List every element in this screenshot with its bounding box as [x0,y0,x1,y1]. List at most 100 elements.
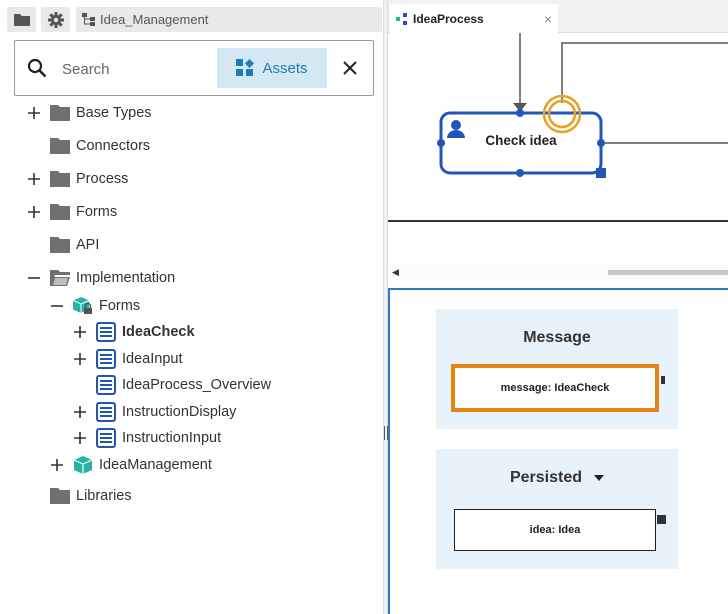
hierarchy-icon [82,13,95,26]
breadcrumb[interactable]: Idea_Management [76,7,382,32]
message-title: Message [523,329,591,346]
folder-icon [50,237,70,253]
tree-item-label: Forms [99,298,141,314]
message-section: Message message: IdeaCheck [436,309,678,429]
tree-item-ideamanagement[interactable]: IdeaManagement [73,452,212,478]
folder-button[interactable] [7,7,36,32]
tree-item-label: Base Types [76,105,152,121]
locked-package-icon [73,297,92,314]
tree-item-label: Process [76,171,129,187]
expand-icon[interactable] [73,325,87,339]
collapse-icon[interactable] [50,299,64,313]
expand-icon[interactable] [27,172,41,186]
folder-icon [50,138,70,154]
tree-item-label: IdeaInput [122,351,183,367]
form-icon [96,428,116,448]
tree-item-process[interactable]: Process [50,166,128,192]
close-icon[interactable] [342,60,358,76]
tree-item-connectors[interactable]: Connectors [50,133,150,159]
gear-icon [47,11,64,28]
collapse-icon[interactable] [27,271,41,285]
persisted-field-label: idea: Idea [529,524,581,536]
persisted-port-icon[interactable] [657,515,666,524]
horizontal-scrollbar[interactable]: ◀ [388,265,728,279]
boundary-event-icon[interactable] [542,94,582,134]
expand-icon[interactable] [50,458,64,472]
form-icon [96,322,116,342]
persisted-title-label: Persisted [509,469,583,486]
tree-item-label: IdeaProcess_Overview [122,377,272,393]
tab-close-icon[interactable]: × [543,11,552,27]
expand-icon[interactable] [73,352,87,366]
tree-item-ideainput[interactable]: IdeaInput [96,346,182,372]
package-icon [73,456,93,474]
message-field-label: message: IdeaCheck [500,382,610,394]
tree-item-base-types[interactable]: Base Types [50,100,152,126]
tree-item-libraries[interactable]: Libraries [50,483,132,509]
breadcrumb-label: Idea_Management [100,12,209,27]
tree-item-label: Forms [76,204,118,220]
tree-item-label: InstructionDisplay [122,404,237,420]
folder-icon [50,171,70,187]
expand-icon[interactable] [73,405,87,419]
handle-bottom[interactable] [516,169,524,177]
task-label: Check idea [485,133,557,148]
folder-icon [50,105,70,121]
message-port-icon[interactable] [661,376,665,384]
folder-icon [50,488,70,504]
editor-tab-bar: IdeaProcess × [388,0,728,33]
tree-item-instructioninput[interactable]: InstructionInput [96,425,221,451]
tree-item-label: IdeaManagement [99,457,212,473]
panel-splitter[interactable] [383,0,388,614]
handle-left[interactable] [437,139,445,147]
search-input[interactable]: Search [62,61,110,78]
tree-item-label: Libraries [76,488,132,504]
assets-icon [236,59,255,76]
tree-item-label: API [76,237,100,253]
persisted-title[interactable]: Persisted [436,469,678,487]
assets-label: Assets [262,59,308,77]
tree-item-label: InstructionInput [122,430,222,446]
form-icon [96,402,116,422]
handle-right[interactable] [597,139,605,147]
expand-icon[interactable] [27,205,41,219]
tab-ideaprocess[interactable]: IdeaProcess × [390,4,558,33]
repository-panel: Idea_Management Search Assets Base Types… [7,7,382,509]
diagram-svg [388,33,728,222]
editor-area: IdeaProcess × [388,0,728,614]
tree-item-implementation[interactable]: Implementation [50,265,175,291]
tree-item-forms-package[interactable]: Forms [73,293,140,319]
resize-handle[interactable] [596,168,606,178]
tree-item-forms[interactable]: Forms [50,199,117,225]
folder-icon [50,204,70,220]
process-icon [396,12,407,25]
folder-open-icon [50,270,70,286]
form-icon [96,349,116,369]
scroll-left-icon[interactable]: ◀ [392,267,399,277]
tree-item-api[interactable]: API [50,232,99,258]
chevron-down-icon[interactable] [594,474,605,481]
tree-item-label: IdeaCheck [122,324,195,340]
settings-button[interactable] [41,7,70,32]
persisted-field[interactable]: idea: Idea [454,509,656,551]
message-field[interactable]: message: IdeaCheck [451,364,659,412]
flow-arrowhead [513,103,527,112]
expand-icon[interactable] [27,106,41,120]
event-flow [561,42,728,103]
tree-item-label: Connectors [76,138,151,154]
scroll-thumb[interactable] [608,270,728,275]
persisted-section: Persisted idea: Idea [436,449,678,569]
handle-top[interactable] [516,109,524,117]
search-icon [27,58,47,78]
user-task-icon [447,120,465,138]
search-bar: Search Assets [14,40,374,96]
assets-filter-button[interactable]: Assets [217,48,327,88]
tree-item-ideaprocess-overview[interactable]: IdeaProcess_Overview [96,372,271,398]
form-icon [96,375,116,395]
properties-panel: Message message: IdeaCheck Persisted ide… [388,288,728,614]
tree-item-instructiondisplay[interactable]: InstructionDisplay [96,399,236,425]
tree-item-ideacheck[interactable]: IdeaCheck [96,319,195,345]
process-diagram[interactable]: Check idea [388,33,728,273]
expand-icon[interactable] [73,431,87,445]
splitter-grip-icon [384,426,388,440]
